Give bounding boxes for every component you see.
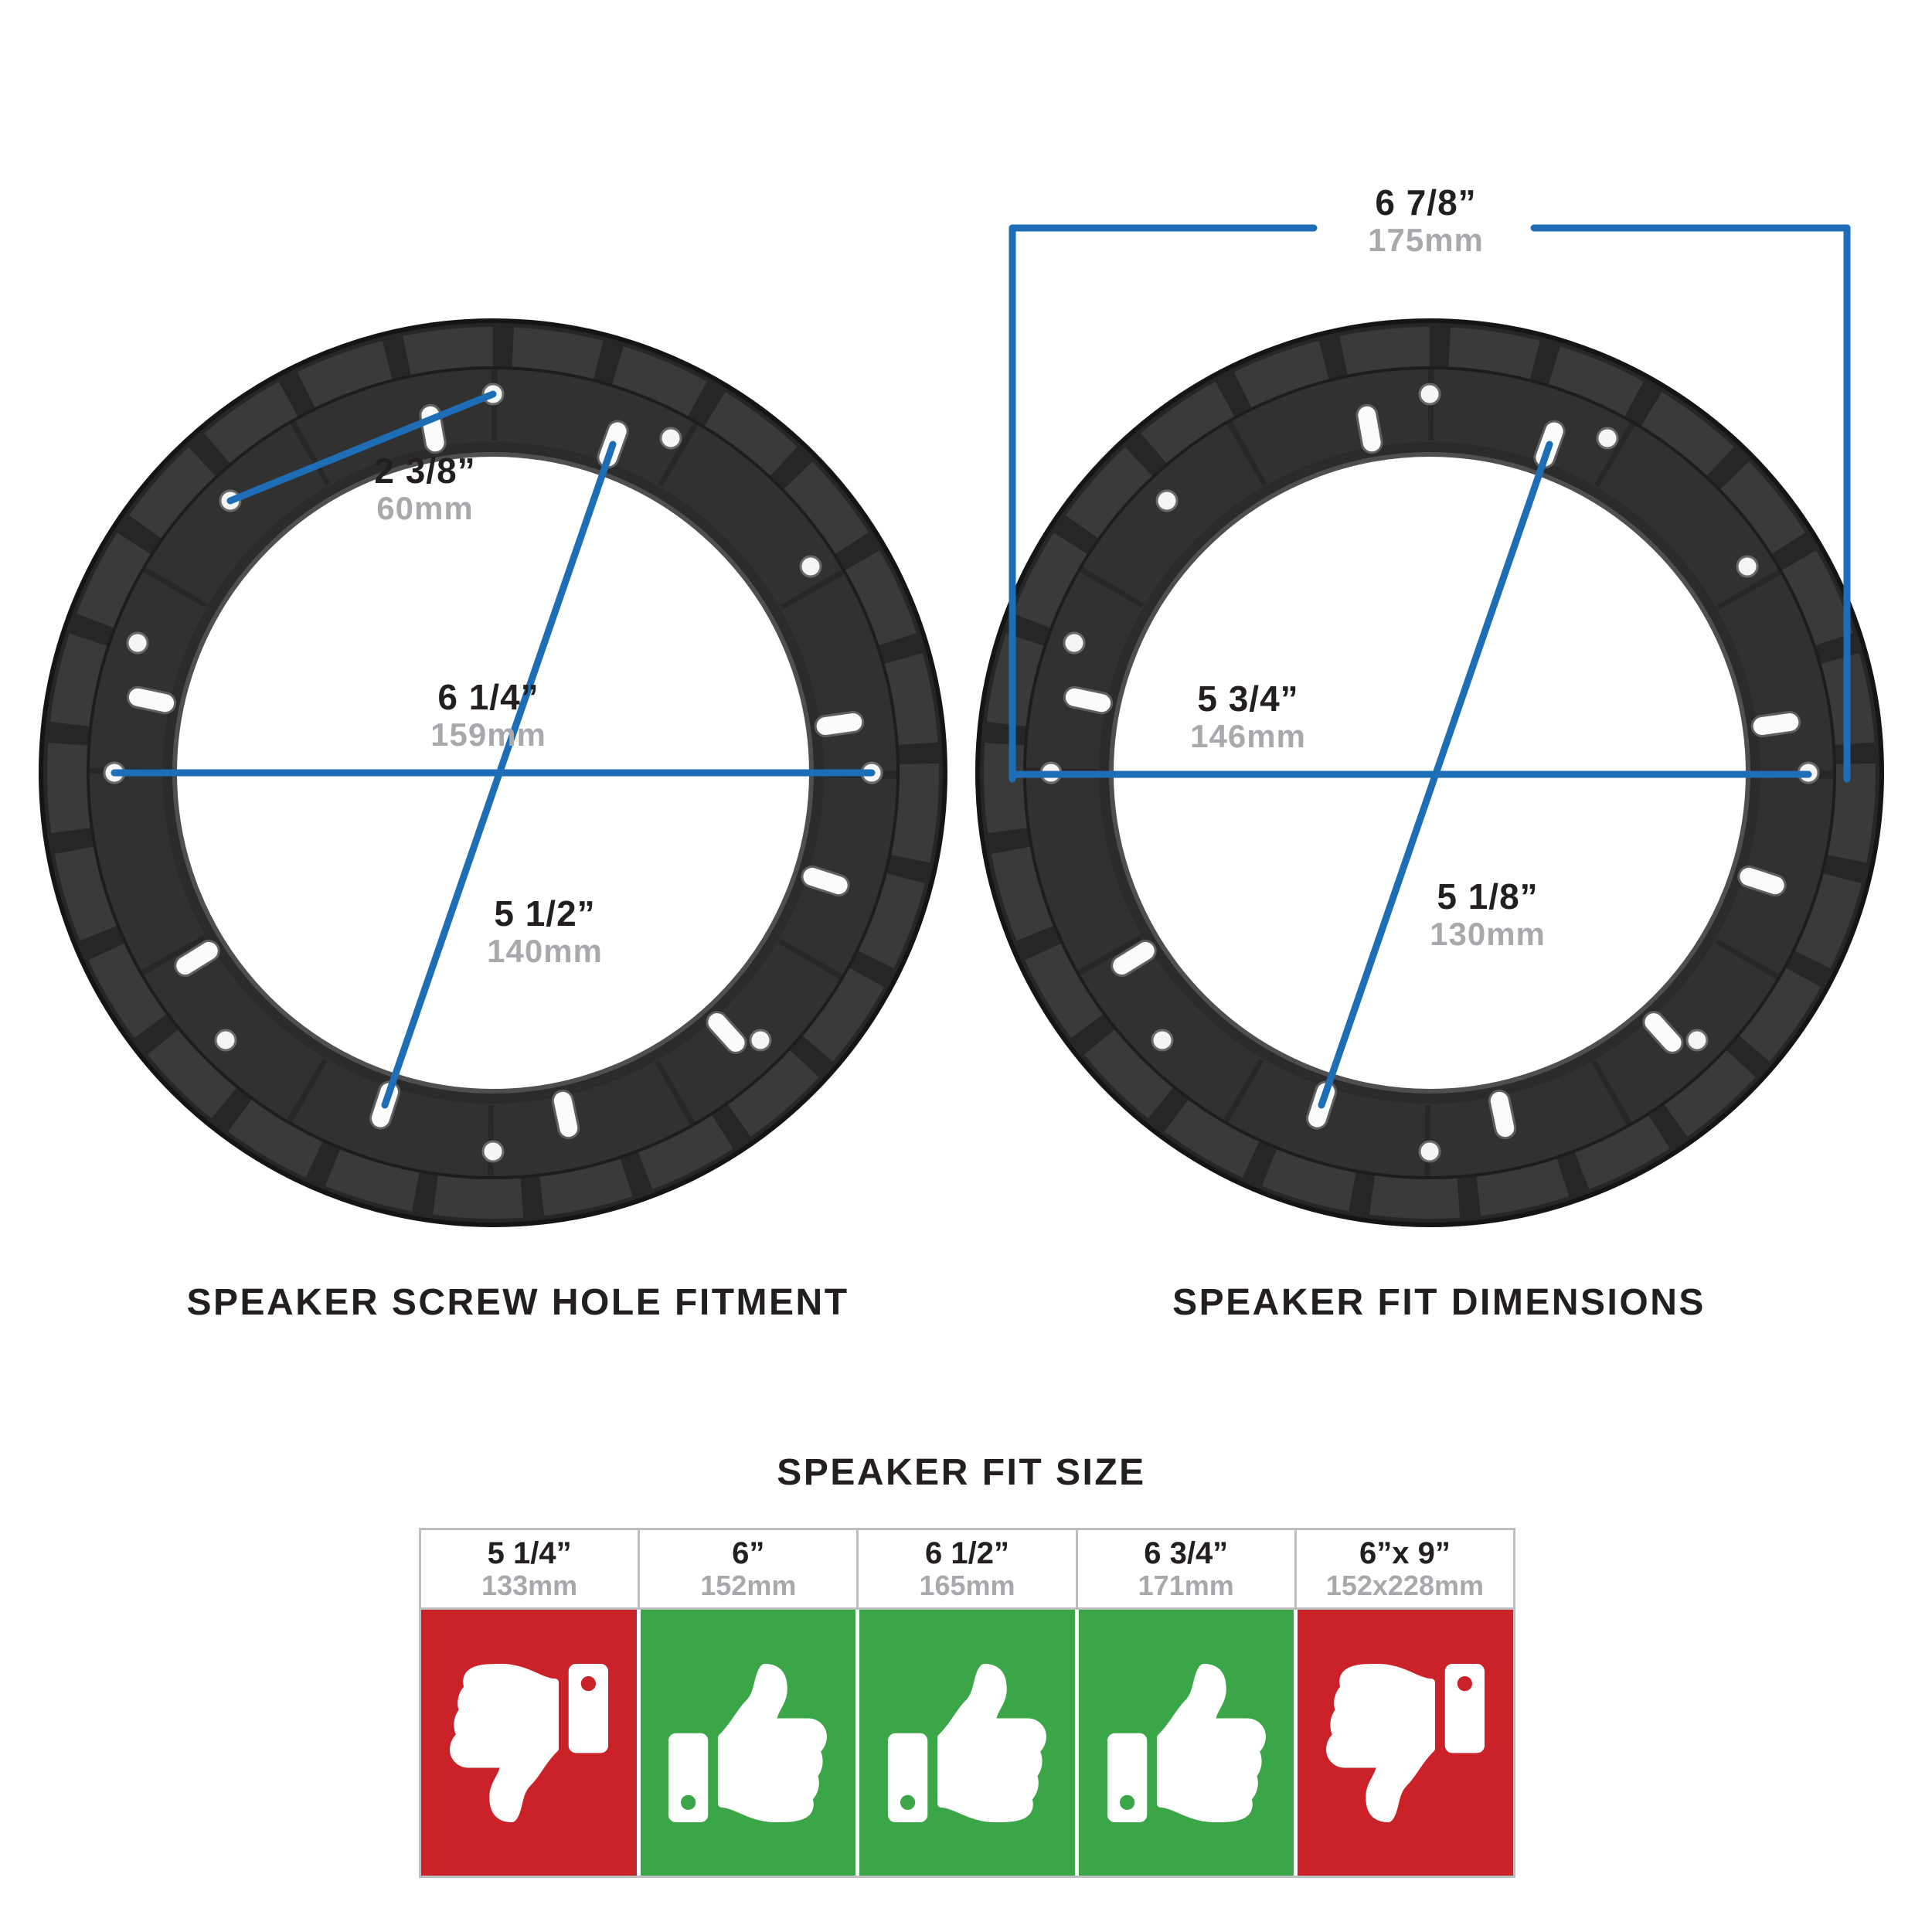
- thumbs-down-icon: [450, 1664, 608, 1822]
- right-diagonal-label: 5 1/8” 130mm: [1430, 876, 1546, 952]
- left-hole-spacing-inches: 2 3/8”: [374, 451, 476, 491]
- fit-col-header: 6 3/4” 171mm: [1078, 1530, 1297, 1607]
- left-hole-spacing-line: [226, 390, 497, 505]
- right-horizontal-label: 5 3/4” 146mm: [1190, 679, 1306, 754]
- right-diagonal-inches: 5 1/8”: [1437, 876, 1539, 917]
- fit-col-header: 6”x 9” 152x228mm: [1297, 1530, 1513, 1607]
- fit-col-mm: 165mm: [919, 1570, 1015, 1602]
- fit-col-header: 5 1/4” 133mm: [421, 1530, 641, 1607]
- left-hole-spacing-label: 2 3/8” 60mm: [374, 451, 476, 526]
- fit-cell: [636, 1610, 856, 1876]
- fit-table-title: SPEAKER FIT SIZE: [777, 1452, 1146, 1493]
- thumbs-down-icon: [1326, 1664, 1485, 1822]
- left-diagonal-dimension-line: [381, 440, 617, 1109]
- left-diagram-title: SPEAKER SCREW HOLE FITMENT: [186, 1282, 849, 1323]
- fit-col-inches: 6”x 9”: [1359, 1536, 1451, 1571]
- left-diagonal-inches: 5 1/2”: [494, 893, 596, 934]
- fit-col-inches: 6 1/2”: [925, 1536, 1009, 1571]
- right-horizontal-mm: 146mm: [1190, 717, 1306, 754]
- thumbs-up-icon: [668, 1663, 828, 1822]
- fit-cell: [1074, 1610, 1294, 1876]
- fit-col-mm: 152mm: [700, 1570, 797, 1602]
- left-hole-spacing-mm: 60mm: [376, 489, 474, 526]
- fit-cell: [855, 1610, 1075, 1876]
- right-outer-width-label: 6 7/8” 175mm: [1368, 182, 1484, 258]
- left-horizontal-mm: 159mm: [430, 716, 546, 753]
- fit-cell: [1294, 1610, 1513, 1876]
- left-diagonal-label: 5 1/2” 140mm: [487, 893, 603, 969]
- thumbs-up-icon: [887, 1663, 1046, 1822]
- speaker-fit-table: 5 1/4” 133mm 6” 152mm 6 1/2” 165mm 6 3/4…: [419, 1528, 1515, 1878]
- right-horizontal-inches: 5 3/4”: [1197, 679, 1299, 719]
- dimension-lines: [111, 224, 1851, 1109]
- right-outer-width-mm: 175mm: [1368, 221, 1484, 258]
- left-horizontal-inches: 6 1/4”: [437, 677, 539, 717]
- fit-col-mm: 171mm: [1138, 1570, 1234, 1602]
- fit-cell: [421, 1610, 637, 1876]
- fit-table-header: 5 1/4” 133mm 6” 152mm 6 1/2” 165mm 6 3/4…: [421, 1530, 1513, 1610]
- right-diagonal-mm: 130mm: [1430, 915, 1546, 952]
- left-horizontal-label: 6 1/4” 159mm: [430, 677, 546, 753]
- fit-col-mm: 152x228mm: [1325, 1570, 1484, 1602]
- fit-col-inches: 6”: [732, 1536, 765, 1571]
- fit-col-inches: 5 1/4”: [487, 1536, 572, 1571]
- left-diagonal-mm: 140mm: [487, 932, 603, 969]
- fit-col-header: 6 1/2” 165mm: [859, 1530, 1078, 1607]
- fit-col-inches: 6 3/4”: [1144, 1536, 1229, 1571]
- right-diagram-title: SPEAKER FIT DIMENSIONS: [1172, 1282, 1706, 1323]
- fit-col-mm: 133mm: [481, 1570, 578, 1602]
- thumbs-up-icon: [1107, 1663, 1266, 1822]
- right-diagonal-dimension-line: [1318, 440, 1553, 1109]
- right-outer-width-inches: 6 7/8”: [1375, 182, 1477, 223]
- fit-col-header: 6” 152mm: [640, 1530, 859, 1607]
- fit-table-body: [421, 1610, 1513, 1876]
